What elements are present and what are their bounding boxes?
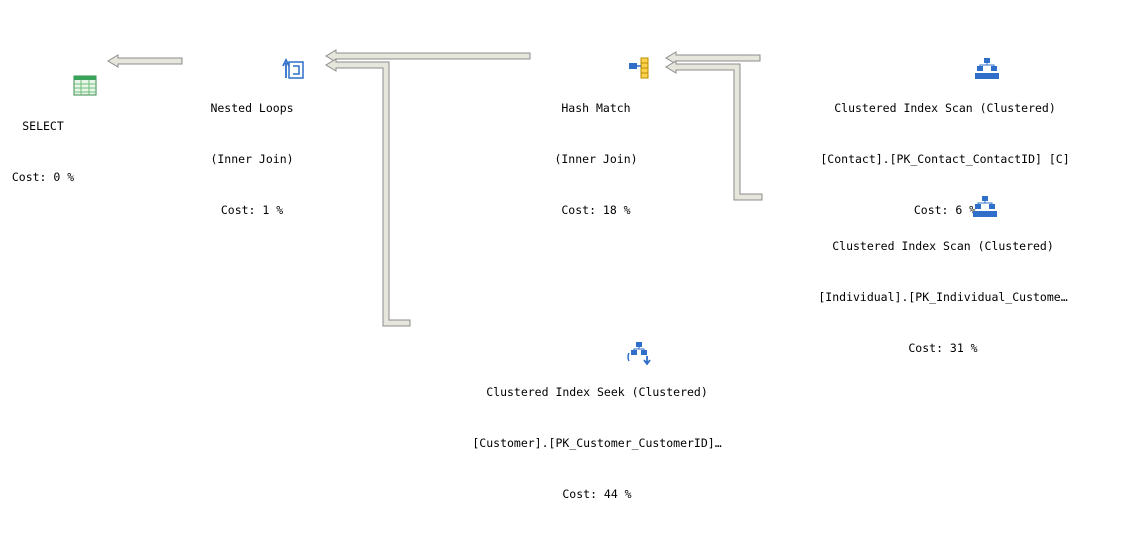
hash-match-icon — [582, 38, 649, 79]
hash-match-join-type: (Inner Join) — [554, 152, 638, 166]
nested-loops-join-type: (Inner Join) — [210, 152, 294, 166]
hash-match-label: Hash Match — [561, 101, 631, 115]
plan-node-contact-index-scan[interactable]: Clustered Index Scan (Clustered) [Contac… — [764, 4, 1126, 253]
arrow-contact-scan-to-hash-match — [665, 51, 761, 65]
plan-connectors — [107, 49, 763, 327]
select-cost: Cost: 0 % — [11, 170, 75, 184]
plan-node-nested-loops[interactable]: Nested Loops (Inner Join) Cost: 1 % — [182, 4, 322, 253]
contact-scan-cost: Cost: 6 % — [913, 203, 977, 217]
select-label: SELECT — [22, 119, 64, 133]
individual-scan-cost: Cost: 31 % — [908, 341, 978, 355]
nested-loops-cost: Cost: 1 % — [220, 203, 284, 217]
arrow-nested-loops-to-select — [107, 54, 183, 68]
clustered-index-scan-icon — [931, 38, 999, 79]
arrow-individual-scan-to-hash-match — [665, 60, 763, 201]
customer-seek-object: [Customer].[PK_Customer_CustomerID]… — [472, 436, 722, 450]
contact-scan-object: [Contact].[PK_Contact_ContactID] [C] — [820, 152, 1070, 166]
customer-seek-label: Clustered Index Seek (Clustered) — [486, 385, 708, 399]
plan-node-hash-match[interactable]: Hash Match (Inner Join) Cost: 18 % — [526, 4, 666, 253]
clustered-index-seek-icon — [583, 322, 651, 366]
arrow-hash-match-to-nested-loops — [325, 49, 531, 63]
nested-loops-icon — [238, 38, 304, 79]
plan-node-customer-index-seek[interactable]: Clustered Index Seek (Clustered) [Custom… — [412, 288, 782, 537]
customer-seek-cost: Cost: 44 % — [562, 487, 632, 501]
individual-scan-label: Clustered Index Scan (Clustered) — [832, 239, 1054, 253]
individual-scan-object: [Individual].[PK_Individual_Custome… — [818, 290, 1068, 304]
plan-node-select[interactable]: SELECT Cost: 0 % — [4, 22, 97, 220]
result-grid-icon — [29, 56, 97, 96]
clustered-index-scan-icon — [929, 176, 997, 217]
arrow-customer-seek-to-nested-loops — [325, 58, 411, 327]
execution-plan-canvas: SELECT Cost: 0 % Nested Loops (Inner Joi… — [4, 4, 1126, 501]
hash-match-cost: Cost: 18 % — [561, 203, 631, 217]
nested-loops-label: Nested Loops — [210, 101, 294, 115]
contact-scan-label: Clustered Index Scan (Clustered) — [834, 101, 1056, 115]
plan-node-individual-index-scan[interactable]: Clustered Index Scan (Clustered) [Indivi… — [762, 142, 1124, 391]
